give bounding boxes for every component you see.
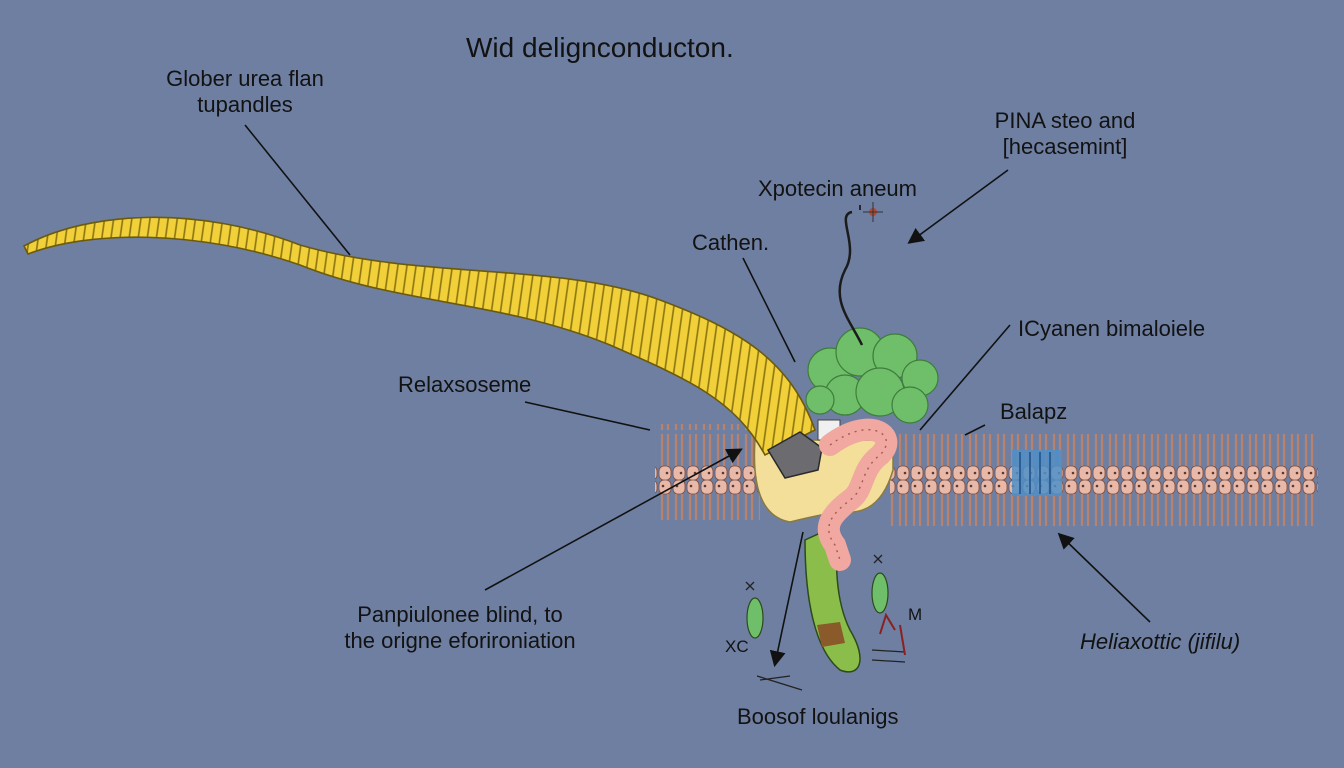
motor-knob xyxy=(766,431,823,479)
label-icyanen: ICyanen bimaloiele xyxy=(1018,316,1206,341)
label-panpiulonee-line-2: the origne eforironiation xyxy=(344,628,576,653)
pink-worm xyxy=(817,418,898,571)
membrane-left-segment xyxy=(655,424,760,520)
leader-icyanen xyxy=(919,324,1011,431)
label-boosof: Boosof loulanigs xyxy=(737,704,899,729)
leader-boosof xyxy=(769,531,804,668)
label-xc: XC xyxy=(725,637,749,656)
leader-top-right xyxy=(907,169,1009,244)
red-mark xyxy=(879,612,906,656)
label-pina-steo: PINA steo and [hecasemint] xyxy=(975,108,1155,160)
yellow-flagellum xyxy=(22,216,816,457)
label-panpiulonee-line-1: Panpiulonee blind, to xyxy=(357,602,563,627)
left-pod xyxy=(746,597,764,639)
membrane xyxy=(655,424,1318,526)
label-pina-steo-line-1: PINA steo and xyxy=(994,108,1136,133)
label-pina-steo-line-2: [hecasemint] xyxy=(1002,134,1128,159)
small-marks xyxy=(745,554,906,691)
leader-balapz xyxy=(964,424,986,436)
blue-channel xyxy=(1012,450,1062,496)
label-glober-urea-line-2: tupandles xyxy=(197,92,293,117)
leader-panpiulonee xyxy=(484,448,743,591)
leader-top-left xyxy=(244,124,351,256)
right-pod xyxy=(871,572,889,614)
label-glober-urea: Glober urea flan tupandles xyxy=(150,66,340,118)
leader-lines xyxy=(244,124,1151,668)
label-glober-urea-line-1: Glober urea flan xyxy=(166,66,324,91)
label-xpotecin: Xpotecin aneum xyxy=(758,176,917,201)
stalk-band xyxy=(817,622,845,647)
curly-strand xyxy=(838,210,864,346)
label-cathen: Cathen. xyxy=(692,230,770,255)
leader-heliaxottic xyxy=(1057,532,1151,623)
label-heliaxottic: Heliaxottic (jifilu) xyxy=(1080,629,1241,654)
label-balapz: Balapz xyxy=(1000,399,1068,424)
label-panpiulonee: Panpiulonee blind, to the origne eforiro… xyxy=(312,602,608,654)
label-relaxsoseme: Relaxsoseme xyxy=(398,372,532,397)
green-cluster xyxy=(805,327,939,424)
membrane-right-segment xyxy=(890,430,1318,526)
strand-tip xyxy=(863,202,883,222)
label-m: M xyxy=(908,605,923,624)
leader-relaxsoseme xyxy=(524,401,651,431)
diagram-title: Wid delignconducton. xyxy=(466,32,734,63)
leader-cathen xyxy=(742,257,796,363)
